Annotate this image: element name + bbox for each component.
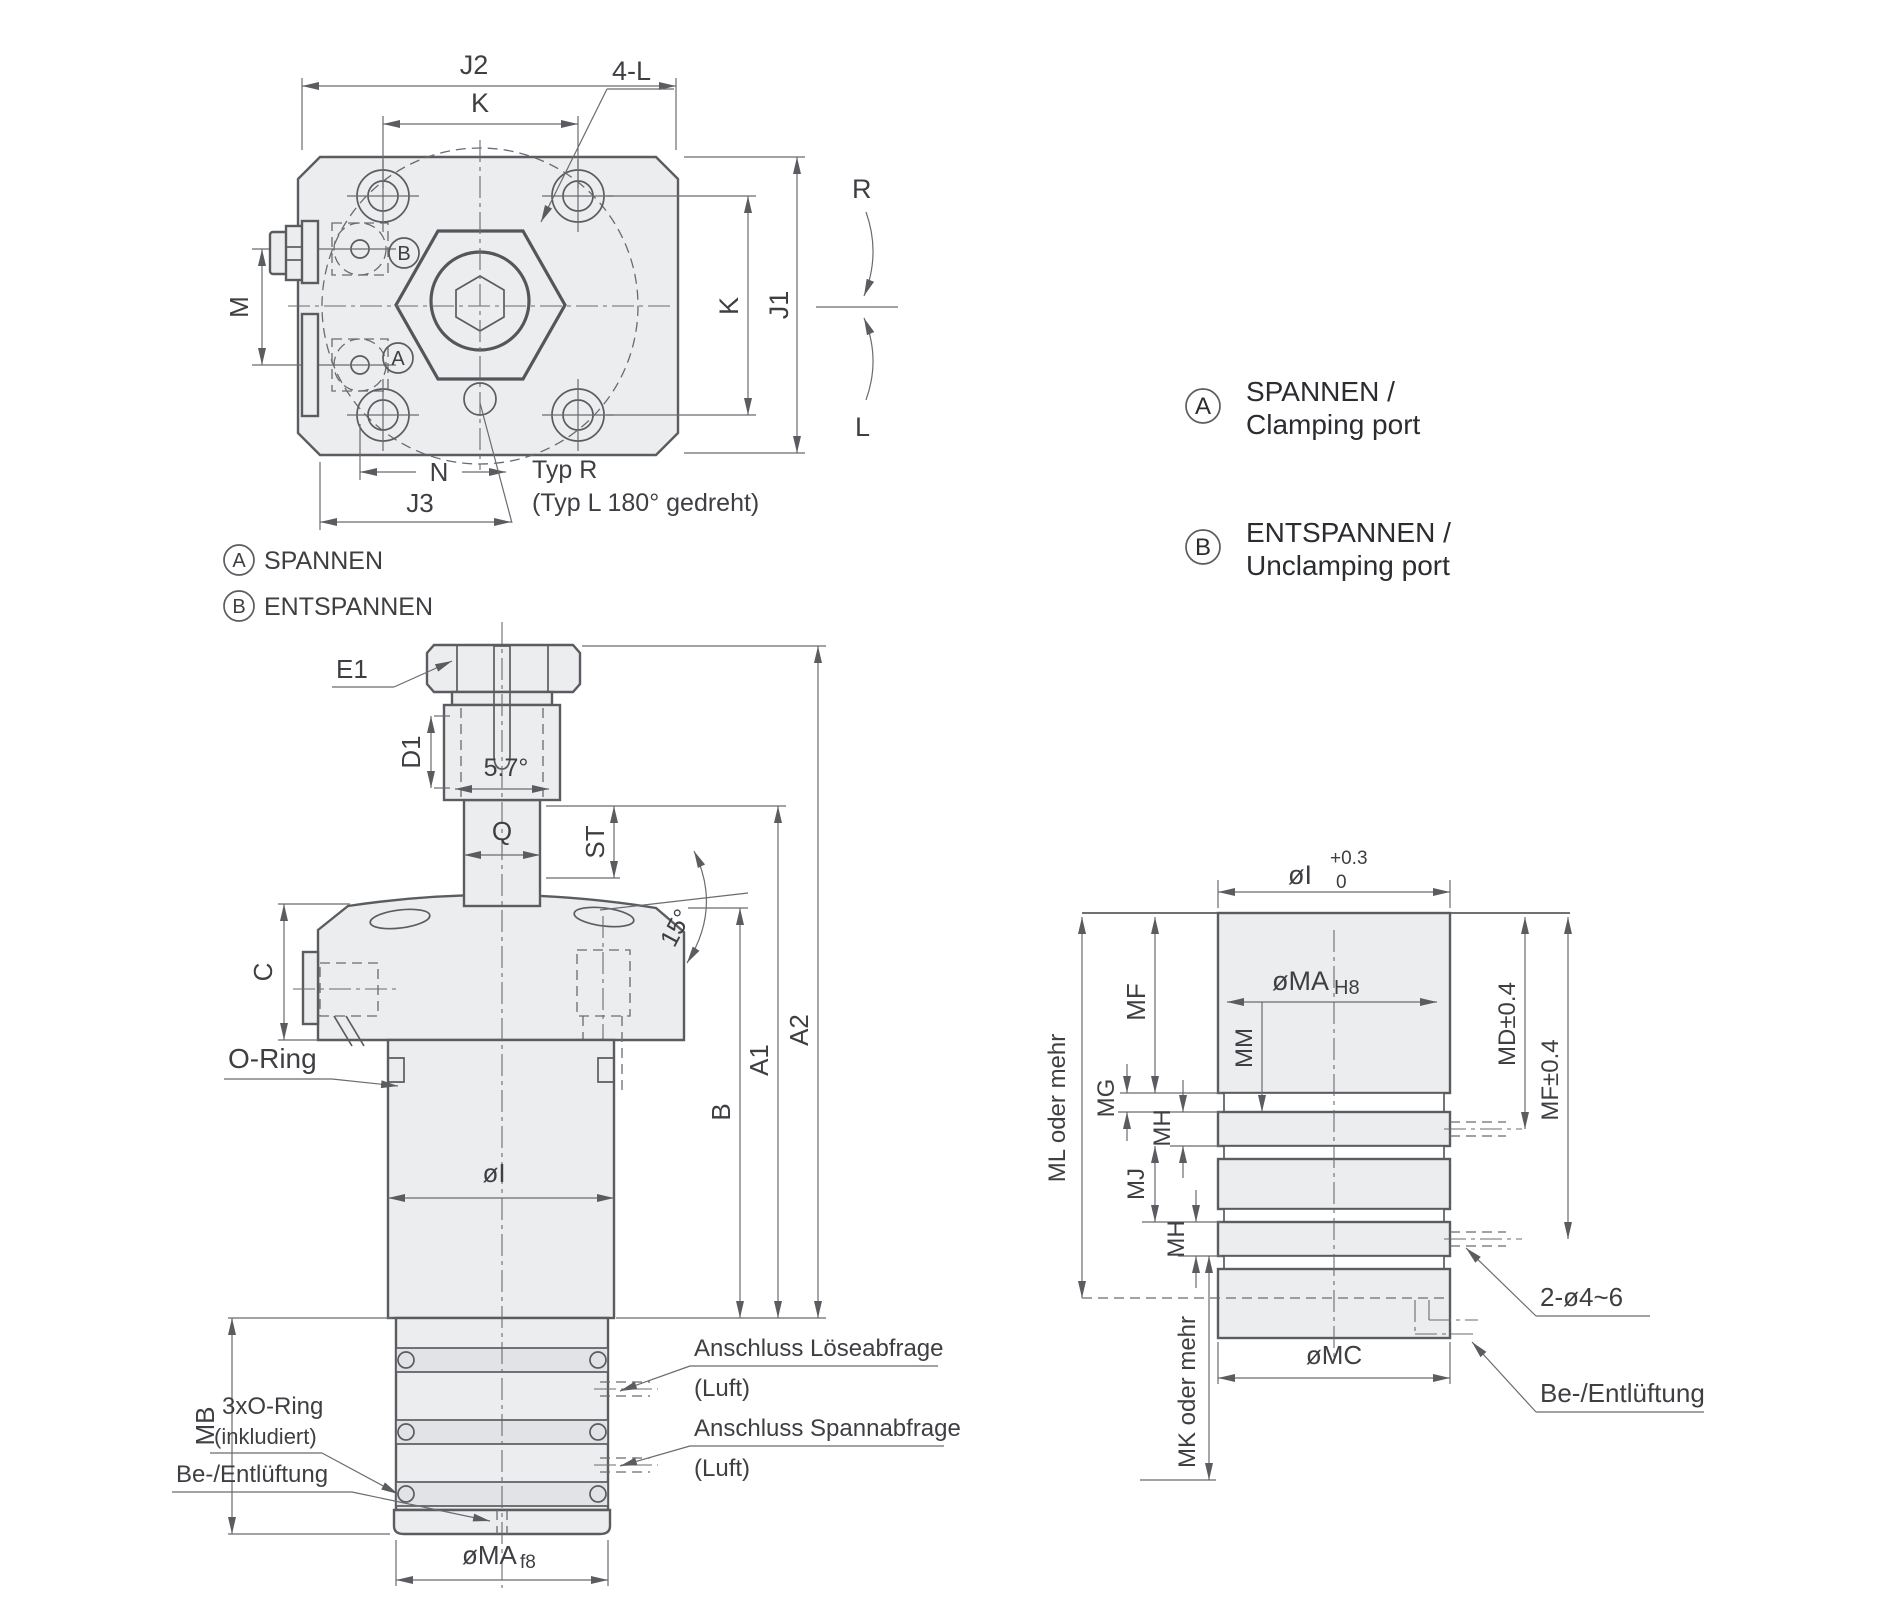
callout-clamp-line2: (Luft) [694, 1455, 750, 1482]
detail-mf2-label: MF±0.4 [1537, 1039, 1564, 1120]
legend-a-line1: SPANNEN / [1246, 376, 1395, 407]
detail-dia-i-tol-zero: 0 [1336, 872, 1347, 893]
legend-b-line2: Unclamping port [1246, 550, 1450, 581]
detail-port-2 [1444, 1231, 1522, 1247]
legend-b-letter: B [1195, 534, 1211, 561]
legend-b-line1: ENTSPANNEN / [1246, 517, 1451, 548]
port-legend: A SPANNEN / Clamping port B ENTSPANNEN /… [1185, 376, 1451, 581]
callout-4l-label: 4-L [612, 56, 651, 86]
detail-md-label: MD±0.4 [1494, 982, 1521, 1066]
detail-mg-label: MG [1093, 1079, 1120, 1118]
port-b-badge [388, 237, 420, 269]
callout-vent-label: Be-/Entlüftung [176, 1461, 328, 1488]
detail-vent-channel [1414, 1300, 1478, 1335]
callout-release-line1: Anschluss Löseabfrage [694, 1335, 944, 1362]
callout-3oring-line2: (inkludiert) [214, 1424, 317, 1449]
dim-q-label: Q [492, 816, 512, 846]
dim-a1-label: A1 [744, 1044, 774, 1076]
callout-oring-label: O-Ring [228, 1043, 317, 1074]
detail-view: øI +0.3 0 øMA H8 MM MF MG MH MJ MH [1044, 848, 1705, 1481]
detail-dia-i-tol-plus: +0.3 [1330, 848, 1368, 869]
swing-r-label: R [852, 174, 872, 204]
side-plug [268, 219, 320, 418]
dim-dia-ma-fit: f8 [520, 1552, 536, 1573]
detail-ports-callout: 2-ø4~6 [1540, 1282, 1623, 1312]
detail-mk-label: MK oder mehr [1174, 1316, 1201, 1468]
legend-b-circle [1185, 529, 1221, 565]
flange-side-port [301, 950, 320, 1026]
dim-j2-label: J2 [460, 50, 489, 80]
callout-3oring-line1: 3xO-Ring [222, 1393, 323, 1420]
cylinder-body [386, 1038, 616, 1320]
detail-dia-ma-label: øMA [1272, 966, 1329, 996]
dim-j3-label: J3 [406, 488, 433, 518]
detail-mh2-label: MH [1163, 1220, 1190, 1257]
callout-release-line2: (Luft) [694, 1375, 750, 1402]
dim-k-right-label: K [714, 297, 744, 315]
detail-mf-label: MF [1121, 983, 1151, 1021]
key-a-letter: A [232, 550, 246, 572]
key-b-label: ENTSPANNEN [264, 593, 433, 621]
key-b-letter: B [232, 596, 245, 618]
legend-a-line2: Clamping port [1246, 409, 1421, 440]
type-note-line2: (Typ L 180° gedreht) [532, 489, 759, 517]
dim-st-label: ST [580, 825, 610, 858]
top-view: B A J2 K 4-L M K J1 R L [223, 50, 898, 622]
port-a-letter: A [391, 348, 405, 370]
key-a-circle [223, 544, 255, 576]
port-b-letter: B [397, 243, 410, 265]
dim-b-label: B [706, 1103, 736, 1120]
flange-body [316, 893, 686, 1042]
detail-ml-label: ML oder mehr [1044, 1034, 1071, 1183]
port-a-badge [382, 342, 414, 374]
taper-angle-label: 5.7° [484, 754, 529, 782]
dim-mb-label: MB [190, 1407, 220, 1446]
dim-a2-label: A2 [784, 1014, 814, 1046]
detail-mh1-label: MH [1149, 1109, 1176, 1146]
detail-dia-mc-label: øMC [1306, 1340, 1362, 1370]
dim-m-label: M [224, 296, 254, 318]
detail-port-1 [1444, 1121, 1522, 1137]
side-view: E1 D1 5.7° Q ST 15° C O-Ring øI [172, 622, 961, 1588]
dim-dia-i-label: øI [482, 1158, 505, 1188]
dim-dia-ma-label: øMA [462, 1540, 518, 1570]
callout-clamp-line1: Anschluss Spannabfrage [694, 1415, 961, 1442]
swing-l-label: L [855, 412, 870, 442]
dim-j1-label: J1 [764, 291, 794, 320]
legend-a-circle [1185, 388, 1221, 424]
key-a-label: SPANNEN [264, 547, 383, 575]
dim-k-top-label: K [471, 88, 489, 118]
detail-mj-label: MJ [1123, 1168, 1150, 1200]
rod-nut [425, 643, 582, 694]
dim-n-label: N [430, 457, 449, 487]
key-b-circle [223, 590, 255, 622]
detail-vent-callout: Be-/Entlüftung [1540, 1378, 1705, 1408]
dim-d1-label: D1 [396, 735, 426, 768]
detail-dia-ma-fit: H8 [1334, 977, 1360, 999]
legend-a-letter: A [1195, 393, 1211, 420]
detail-mm-label: MM [1231, 1028, 1258, 1068]
detail-dia-i-label: øI [1288, 860, 1312, 890]
callout-e1-label: E1 [336, 654, 368, 684]
type-note-line1: Typ R [532, 456, 597, 484]
dim-c-label: C [248, 963, 278, 982]
